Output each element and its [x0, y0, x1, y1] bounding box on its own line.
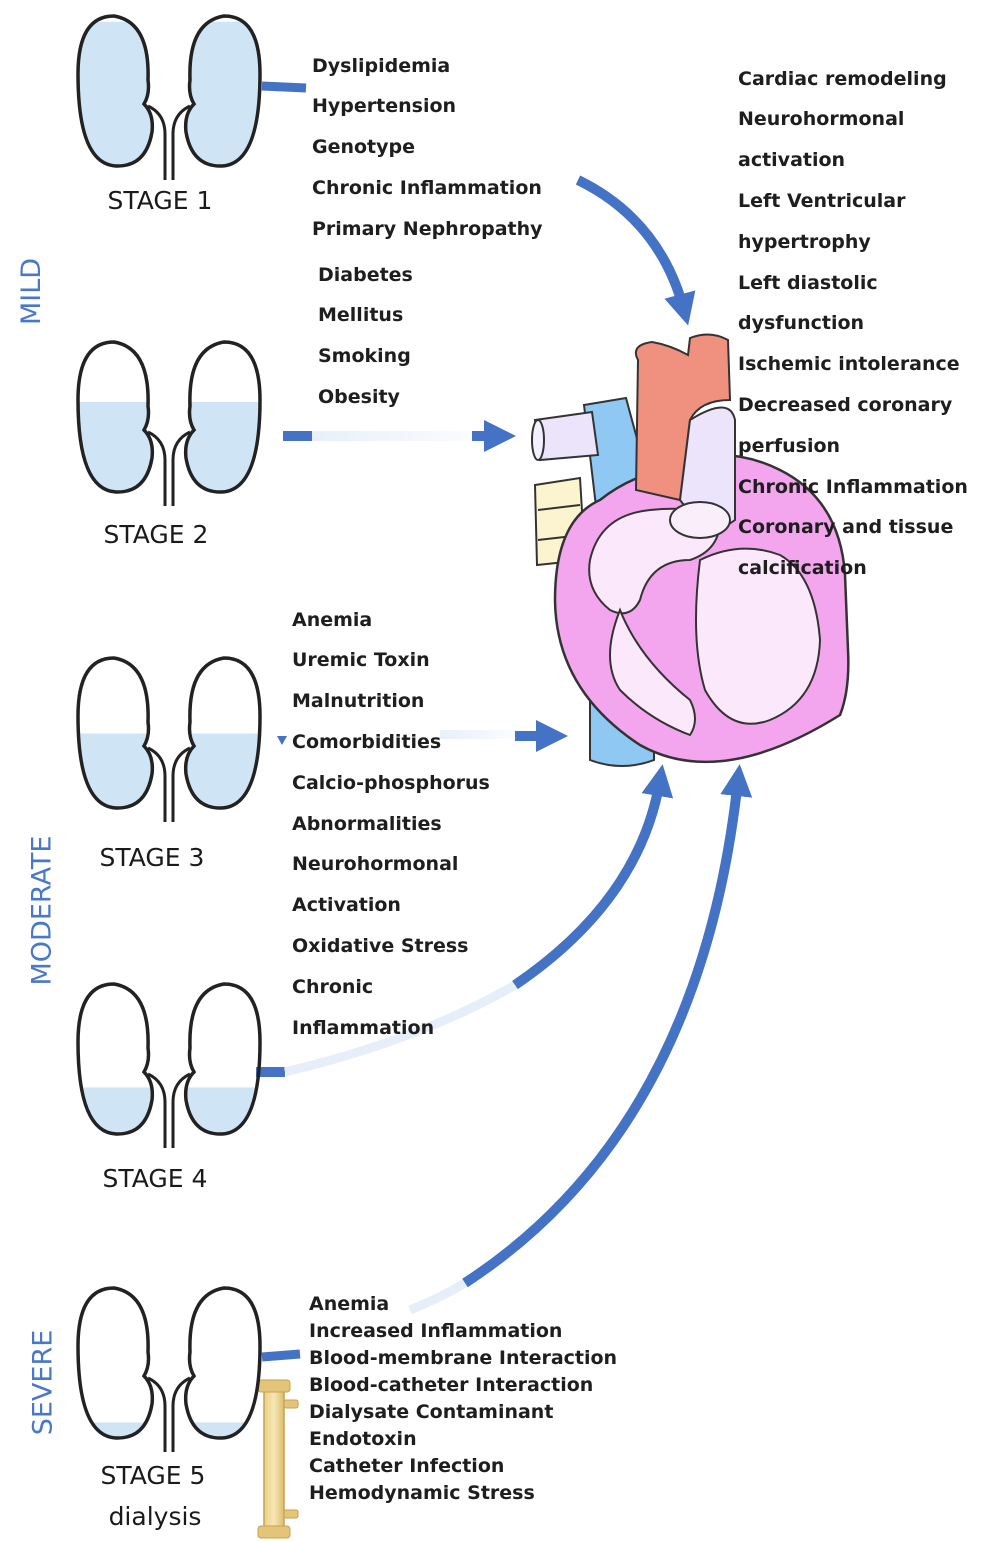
kidney-icon — [76, 984, 262, 1148]
factor-item: Dyslipidemia — [312, 57, 450, 76]
factor-item: Mellitus — [318, 306, 403, 325]
factor-item: Primary Nephropathy — [312, 220, 543, 239]
factor-item: Abnormalities — [292, 815, 442, 834]
factor-item: Inflammation — [292, 1019, 434, 1038]
factor-item: Diabetes — [318, 266, 413, 285]
cardiac-item: hypertrophy — [738, 233, 871, 252]
factor-item: Neurohormonal — [292, 855, 458, 874]
factor-item: Chronic Inflammation — [312, 179, 542, 198]
arrow-fade-stage5 — [410, 1283, 465, 1310]
kidney-right — [186, 1288, 260, 1438]
kidney-fluid-level — [76, 22, 262, 173]
cardiac-item: Decreased coronary — [738, 396, 952, 415]
factor-item: Comorbidities — [292, 733, 441, 752]
factor-item: Smoking — [318, 347, 411, 366]
stage-label-3: STAGE 3 — [52, 845, 252, 870]
severity-label-mild: MILD — [18, 258, 45, 325]
connector-stage1 — [262, 86, 306, 88]
factor-item: Calcio-phosphorus — [292, 774, 490, 793]
cardiac-item: Neurohormonal — [738, 110, 904, 129]
factor-item: Dialysate Contaminant — [309, 1403, 553, 1422]
kidney-icon — [76, 16, 262, 180]
factor-item: Anemia — [309, 1295, 389, 1314]
kidney-icon — [76, 658, 262, 822]
cardiac-item: Coronary and tissue — [738, 518, 953, 537]
kidney-icon — [76, 342, 262, 506]
factor-item: Oxidative Stress — [292, 937, 468, 956]
factor-item: Hemodynamic Stress — [309, 1484, 535, 1503]
stage-label-5-dialysis: dialysis — [55, 1504, 255, 1529]
cardiac-item: Left Ventricular — [738, 192, 906, 211]
factor-item: Uremic Toxin — [292, 651, 430, 670]
factor-item: Endotoxin — [309, 1430, 417, 1449]
cardiac-item: Ischemic intolerance — [738, 355, 960, 374]
factor-item: Anemia — [292, 611, 372, 630]
arrow-fade-stage3 — [440, 730, 515, 739]
stage-label-1: STAGE 1 — [60, 188, 260, 213]
cardiac-item: activation — [738, 151, 845, 170]
cardiac-item: calcification — [738, 559, 867, 578]
connector-stage5 — [262, 1354, 300, 1357]
kidney-icon — [76, 1288, 262, 1452]
factor-item: Hypertension — [312, 97, 456, 116]
factor-item: Increased Inflammation — [309, 1322, 562, 1341]
factor-item: Chronic — [292, 978, 373, 997]
kidney-fluid-level — [76, 402, 262, 499]
factor-item: Blood-membrane Interaction — [309, 1349, 617, 1368]
connector-stage3 — [277, 736, 287, 745]
factor-item: Malnutrition — [292, 692, 424, 711]
kidney-left — [78, 1288, 152, 1438]
factor-item: Obesity — [318, 388, 400, 407]
stage-label-4: STAGE 4 — [55, 1166, 255, 1191]
kidneys-layer — [76, 16, 262, 1452]
cardiac-item: Chronic Inflammation — [738, 478, 968, 497]
kidney-fluid-level — [76, 1087, 262, 1141]
factor-item: Activation — [292, 896, 401, 915]
cardiac-item: perfusion — [738, 437, 840, 456]
arrow-fade-stage2 — [312, 431, 472, 441]
stage-label-2: STAGE 2 — [56, 522, 256, 547]
cardiac-item: dysfunction — [738, 314, 864, 333]
arrow-severe — [465, 780, 738, 1283]
stage-label-5: STAGE 5 — [53, 1463, 253, 1488]
cardiac-item: Left diastolic — [738, 274, 878, 293]
factor-item: Genotype — [312, 138, 415, 157]
arrow-mild-a — [578, 180, 684, 310]
cardiac-item: Cardiac remodeling — [738, 70, 947, 89]
severity-label-severe: SEVERE — [29, 1330, 56, 1436]
dialysis-filter-icon — [258, 1380, 298, 1538]
arrow-stage4 — [515, 780, 660, 985]
factor-item: Blood-catheter Interaction — [309, 1376, 593, 1395]
factor-item: Catheter Infection — [309, 1457, 504, 1476]
